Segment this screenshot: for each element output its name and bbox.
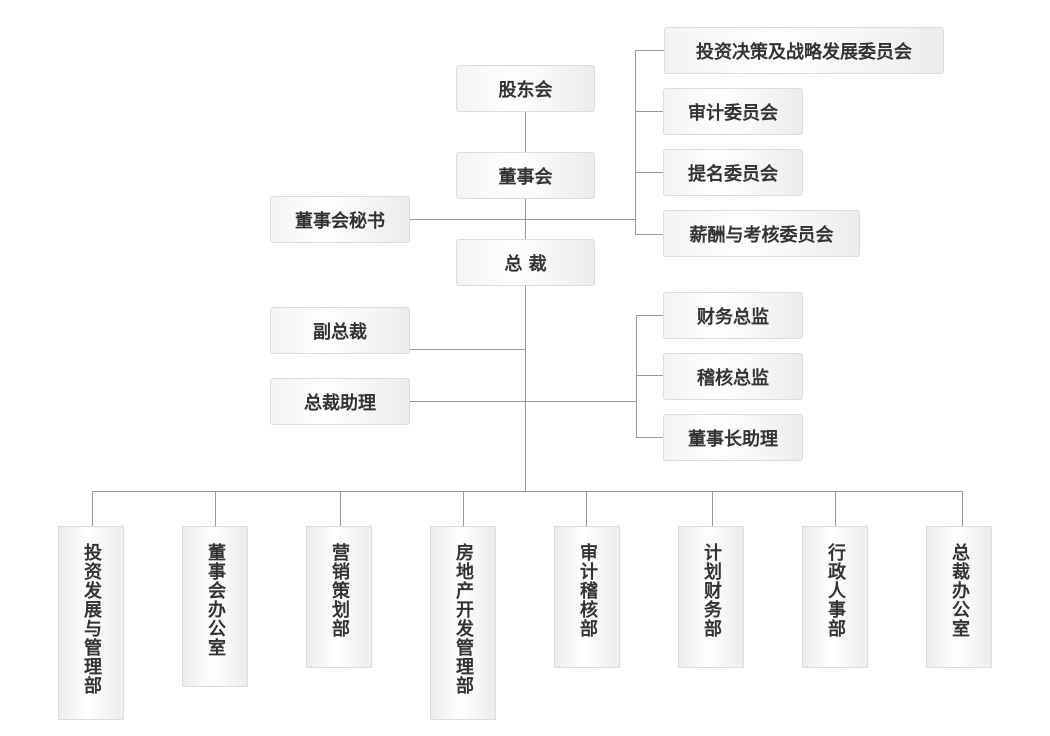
connector-committees-spine <box>635 50 636 235</box>
connector-assistant-row <box>410 401 637 402</box>
node-committee-audit: 审计委员会 <box>663 88 803 135</box>
dept-label: 总裁办公室 <box>949 543 970 638</box>
connector-committee-0 <box>635 50 664 51</box>
dept-label: 房地产开发管理部 <box>453 543 474 695</box>
node-shareholders: 股东会 <box>456 65 595 112</box>
node-cfo: 财务总监 <box>663 292 803 339</box>
connector-right-spine <box>636 315 637 438</box>
node-dept-audit: 审计稽核部 <box>554 526 620 668</box>
connector-departments-bar <box>92 491 963 492</box>
node-board-secretary: 董事会秘书 <box>270 196 410 243</box>
connector-dept-2 <box>340 491 341 526</box>
node-dept-real-estate: 房地产开发管理部 <box>430 526 496 720</box>
connector-right-0 <box>636 315 663 316</box>
connector-president-trunk <box>525 286 526 492</box>
node-chairman-assistant: 董事长助理 <box>663 414 803 461</box>
dept-label: 投资发展与管理部 <box>81 543 102 695</box>
node-president-assistant: 总裁助理 <box>270 378 410 425</box>
connector-right-1 <box>636 375 663 376</box>
dept-label: 行政人事部 <box>825 543 846 638</box>
connector-dept-7 <box>962 491 963 526</box>
connector-committee-1 <box>635 111 663 112</box>
connector-committee-3 <box>635 234 663 235</box>
node-chief-auditor: 稽核总监 <box>663 353 803 400</box>
node-board: 董事会 <box>456 152 595 199</box>
dept-label: 审计稽核部 <box>577 543 598 638</box>
node-committee-compensation: 薪酬与考核委员会 <box>663 210 860 257</box>
connector-right-2 <box>636 437 663 438</box>
connector-dept-6 <box>835 491 836 526</box>
node-dept-hr: 行政人事部 <box>802 526 868 668</box>
connector-dept-1 <box>215 491 216 526</box>
node-committee-strategy: 投资决策及战略发展委员会 <box>664 27 944 74</box>
connector-dept-5 <box>712 491 713 526</box>
node-dept-finance: 计划财务部 <box>678 526 744 668</box>
connector-dept-0 <box>92 491 93 526</box>
dept-label: 营销策划部 <box>329 543 350 638</box>
node-dept-investment: 投资发展与管理部 <box>58 526 124 720</box>
node-dept-marketing: 营销策划部 <box>306 526 372 668</box>
connector-committee-2 <box>635 172 663 173</box>
node-dept-board-office: 董事会办公室 <box>182 526 248 687</box>
node-dept-president-office: 总裁办公室 <box>926 526 992 668</box>
node-president: 总 裁 <box>456 239 595 286</box>
connector-dept-3 <box>463 491 464 526</box>
connector-vice-president <box>410 349 526 350</box>
node-committee-nomination: 提名委员会 <box>663 149 803 196</box>
connector-secretary-committees <box>410 219 636 220</box>
dept-label: 董事会办公室 <box>205 543 226 657</box>
node-vice-president: 副总裁 <box>270 307 410 354</box>
dept-label: 计划财务部 <box>701 543 722 638</box>
connector-shareholders-board <box>525 112 526 153</box>
connector-dept-4 <box>586 491 587 526</box>
